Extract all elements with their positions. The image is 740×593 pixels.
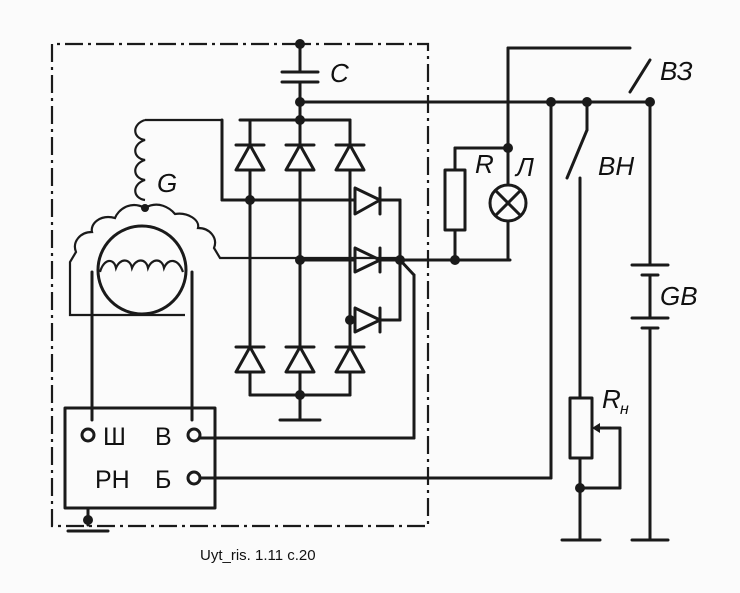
lamp-l xyxy=(488,183,528,223)
diode-lower-3 xyxy=(334,318,366,397)
label-terminal-b: Б xyxy=(155,466,171,494)
switch-vn xyxy=(565,128,589,180)
diode-lower-1 xyxy=(234,345,266,397)
label-switch-vn: ВН xyxy=(598,151,634,181)
diode-upper-2 xyxy=(284,118,316,262)
voltage-regulator xyxy=(63,406,217,510)
label-switch-vz: ВЗ xyxy=(660,56,693,86)
diode-upper-1 xyxy=(234,118,266,202)
load-resistor xyxy=(568,396,594,460)
diode-aux-2 xyxy=(298,246,402,274)
diode-upper-3 xyxy=(334,118,366,322)
label-terminal-rn: РН xyxy=(95,466,130,494)
diode-lower-2 xyxy=(284,258,316,397)
resistor-r xyxy=(443,168,467,232)
label-terminal-sh: Ш xyxy=(103,423,126,451)
switch-vz xyxy=(628,58,652,94)
generator-boundary xyxy=(50,42,430,528)
label-lamp: Л xyxy=(514,152,534,182)
rotor xyxy=(96,224,188,316)
field-coil-g xyxy=(134,118,146,202)
label-load-resistor: R xyxy=(602,384,621,414)
label-terminal-v: В xyxy=(155,423,172,451)
wiper-arrow xyxy=(592,423,600,433)
diode-aux-1 xyxy=(248,186,402,216)
stator-winding xyxy=(68,203,400,317)
label-battery: GB xyxy=(660,281,698,311)
diode-aux-3 xyxy=(348,306,402,334)
label-capacitor: C xyxy=(330,58,349,88)
label-resistor: R xyxy=(475,149,494,179)
label-generator: G xyxy=(157,168,177,198)
label-load-resistor-sub: н xyxy=(620,401,629,418)
caption: Uyt_ris. 1.11 c.20 xyxy=(200,547,316,564)
rotor-coil xyxy=(98,259,185,273)
